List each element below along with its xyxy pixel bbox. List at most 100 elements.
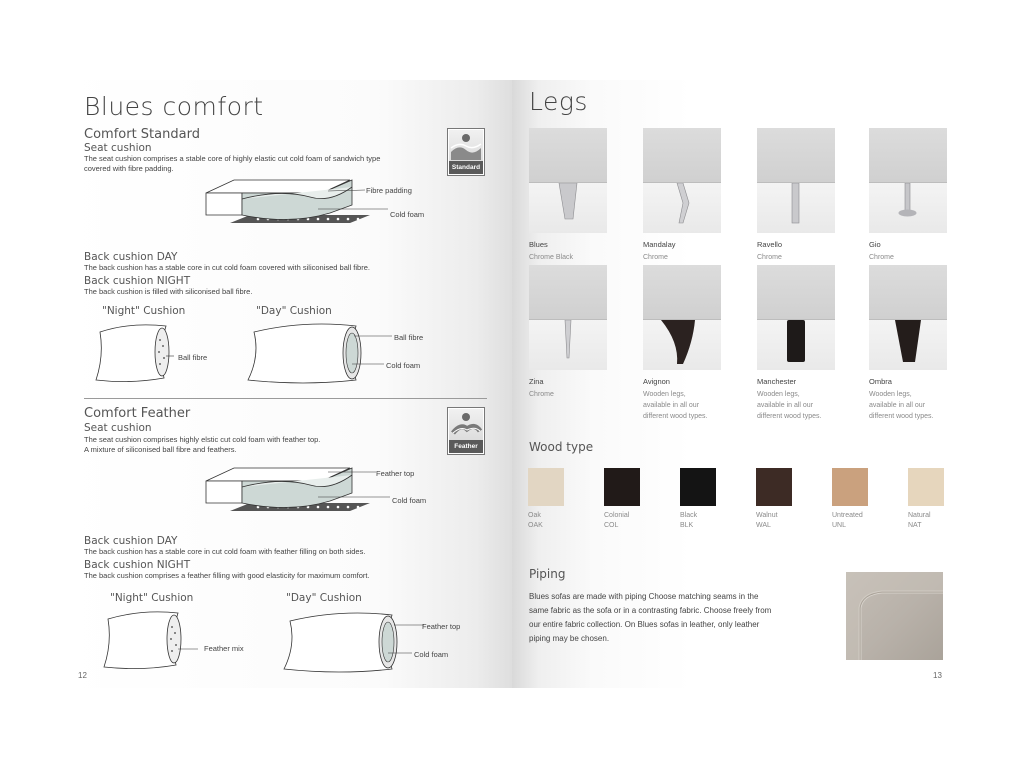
callout-feather-top: Feather top: [422, 622, 461, 631]
feather-comfort-icon: [449, 409, 483, 441]
piping-photo: [846, 572, 943, 660]
callout-ball-fibre: Ball fibre: [394, 333, 424, 342]
section-divider: [84, 398, 487, 399]
piping-text-line: piping may be chosen.: [529, 634, 610, 643]
piping-text-line: our entire fabric collection. On Blues s…: [529, 620, 760, 629]
leg-finish: Chrome Black: [529, 254, 573, 261]
wood-swatch-nat: [908, 468, 944, 506]
piping-text-line: same fabric as the sofa or in a contrast…: [529, 606, 772, 615]
day-cushion-diagram: [283, 612, 424, 673]
page-number: 12: [78, 671, 87, 680]
leg-photo-blues: [529, 128, 607, 233]
piping-text: Blues sofas are made with piping Choose …: [529, 590, 771, 646]
back-cushion-day-text: The back cushion has a stable core in cu…: [84, 263, 370, 272]
legs-title: Legs: [529, 87, 588, 116]
section-heading-feather: Comfort Feather: [84, 406, 191, 421]
callout-cold-foam: Cold foam: [392, 496, 427, 505]
sofa-base: [643, 128, 721, 183]
back-cushion-night-text: The back cushion is filled with siliconi…: [84, 287, 253, 296]
seat-cushion-heading: Seat cushion: [84, 142, 152, 154]
leg-finish: Wooden legs, available in all our differ…: [643, 391, 708, 420]
back-cushion-night-heading: Back cushion NIGHT: [84, 275, 191, 287]
night-cushion-label: "Night" Cushion: [102, 305, 186, 317]
leg-name: Manchester: [757, 377, 797, 386]
standard-seat-cushion-diagram: [205, 179, 388, 223]
callout-cold-foam: Cold foam: [386, 361, 421, 370]
callout-cold-foam: Cold foam: [390, 210, 425, 219]
feather-seat-cushion-diagram: [205, 467, 390, 511]
seat-cushion-text: The seat cushion comprises a stable core…: [84, 154, 381, 163]
leg-finish: Chrome: [643, 254, 668, 261]
wood-swatch-oak: [528, 468, 564, 506]
leg-photo-mandalay: [643, 128, 721, 233]
seat-cushion-text: The seat cushion comprises highly elstic…: [84, 435, 321, 444]
leg-photo-manchester: [757, 265, 835, 370]
standard-badge: Standard: [447, 128, 485, 176]
wood-code: NAT: [908, 522, 922, 529]
seat-cushion-text: covered with fibre padding.: [84, 164, 174, 173]
leg-name: Zina: [529, 377, 544, 386]
leg-finish: Wooden legs, available in all our differ…: [757, 391, 822, 420]
day-cushion-label: "Day" Cushion: [286, 592, 362, 604]
brochure-spread: Blues comfort Comfort Standard Seat cush…: [64, 80, 960, 688]
leg-finish: Wooden legs, available in all our differ…: [869, 391, 934, 420]
back-cushion-day-text: The back cushion has a stable core in cu…: [84, 547, 366, 556]
night-cushion-label: "Night" Cushion: [110, 592, 194, 604]
leg-photo-gio: [869, 128, 947, 233]
wood-swatch-col: [604, 468, 640, 506]
wood-code: BLK: [680, 522, 694, 529]
leg-finish: Chrome: [529, 391, 554, 398]
leg-finish: Chrome: [757, 254, 782, 261]
leg-name: Avignon: [643, 377, 670, 386]
page-title: Blues comfort: [84, 92, 264, 121]
leg-finish: Chrome: [869, 254, 894, 261]
seat-cushion-text: A mixture of siliconised ball fibre and …: [84, 445, 237, 454]
callout-fibre-padding: Fibre padding: [366, 186, 412, 195]
wood-swatch-blk: [680, 468, 716, 506]
leg-name: Gio: [869, 240, 881, 249]
callout-ball-fibre: Ball fibre: [178, 353, 208, 362]
wood-name: Oak: [528, 512, 541, 519]
leg-photo-ravello: [757, 128, 835, 233]
feather-badge: Feather: [447, 407, 485, 455]
wood-code: UNL: [832, 522, 847, 529]
back-cushion-night-text: The back cushion comprises a feather fil…: [84, 571, 370, 580]
sofa-base: [757, 128, 835, 183]
section-heading-standard: Comfort Standard: [84, 127, 200, 142]
callout-feather-top: Feather top: [376, 469, 415, 478]
wood-type-heading: Wood type: [529, 440, 594, 454]
leg-photo-ombra: [869, 265, 947, 370]
leg-name: Ravello: [757, 240, 783, 249]
wood-swatch-wal: [756, 468, 792, 506]
standard-comfort-icon: [449, 130, 483, 162]
left-page: Blues comfort Comfort Standard Seat cush…: [64, 80, 512, 688]
sofa-base: [529, 128, 607, 183]
leg-name: Blues: [529, 240, 548, 249]
leg-photo-avignon: [643, 265, 721, 370]
back-cushion-night-heading: Back cushion NIGHT: [84, 559, 191, 571]
seat-cushion-heading: Seat cushion: [84, 422, 152, 434]
wood-name: Walnut: [756, 512, 778, 519]
wood-name: Colonial: [604, 512, 630, 519]
standard-badge-label: Standard: [449, 161, 483, 174]
wood-code: COL: [604, 522, 619, 529]
day-cushion-diagram: [247, 323, 392, 384]
callout-feather-mix: Feather mix: [204, 644, 244, 653]
piping-heading: Piping: [529, 567, 566, 581]
sofa-base: [757, 265, 835, 320]
piping-text-line: Blues sofas are made with piping Choose …: [529, 592, 759, 601]
sofa-base: [869, 265, 947, 320]
sofa-base: [869, 128, 947, 183]
wood-name: Black: [680, 512, 698, 519]
leg-name: Mandalay: [643, 240, 676, 249]
wood-name: Natural: [908, 512, 931, 519]
wood-swatch-unl: [832, 468, 868, 506]
wood-code: WAL: [756, 522, 771, 529]
wood-name: Untreated: [832, 512, 863, 519]
callout-cold-foam: Cold foam: [414, 650, 449, 659]
page-number: 13: [933, 671, 942, 680]
back-cushion-day-heading: Back cushion DAY: [84, 535, 178, 547]
leg-name: Ombra: [869, 377, 892, 386]
day-cushion-label: "Day" Cushion: [256, 305, 332, 317]
